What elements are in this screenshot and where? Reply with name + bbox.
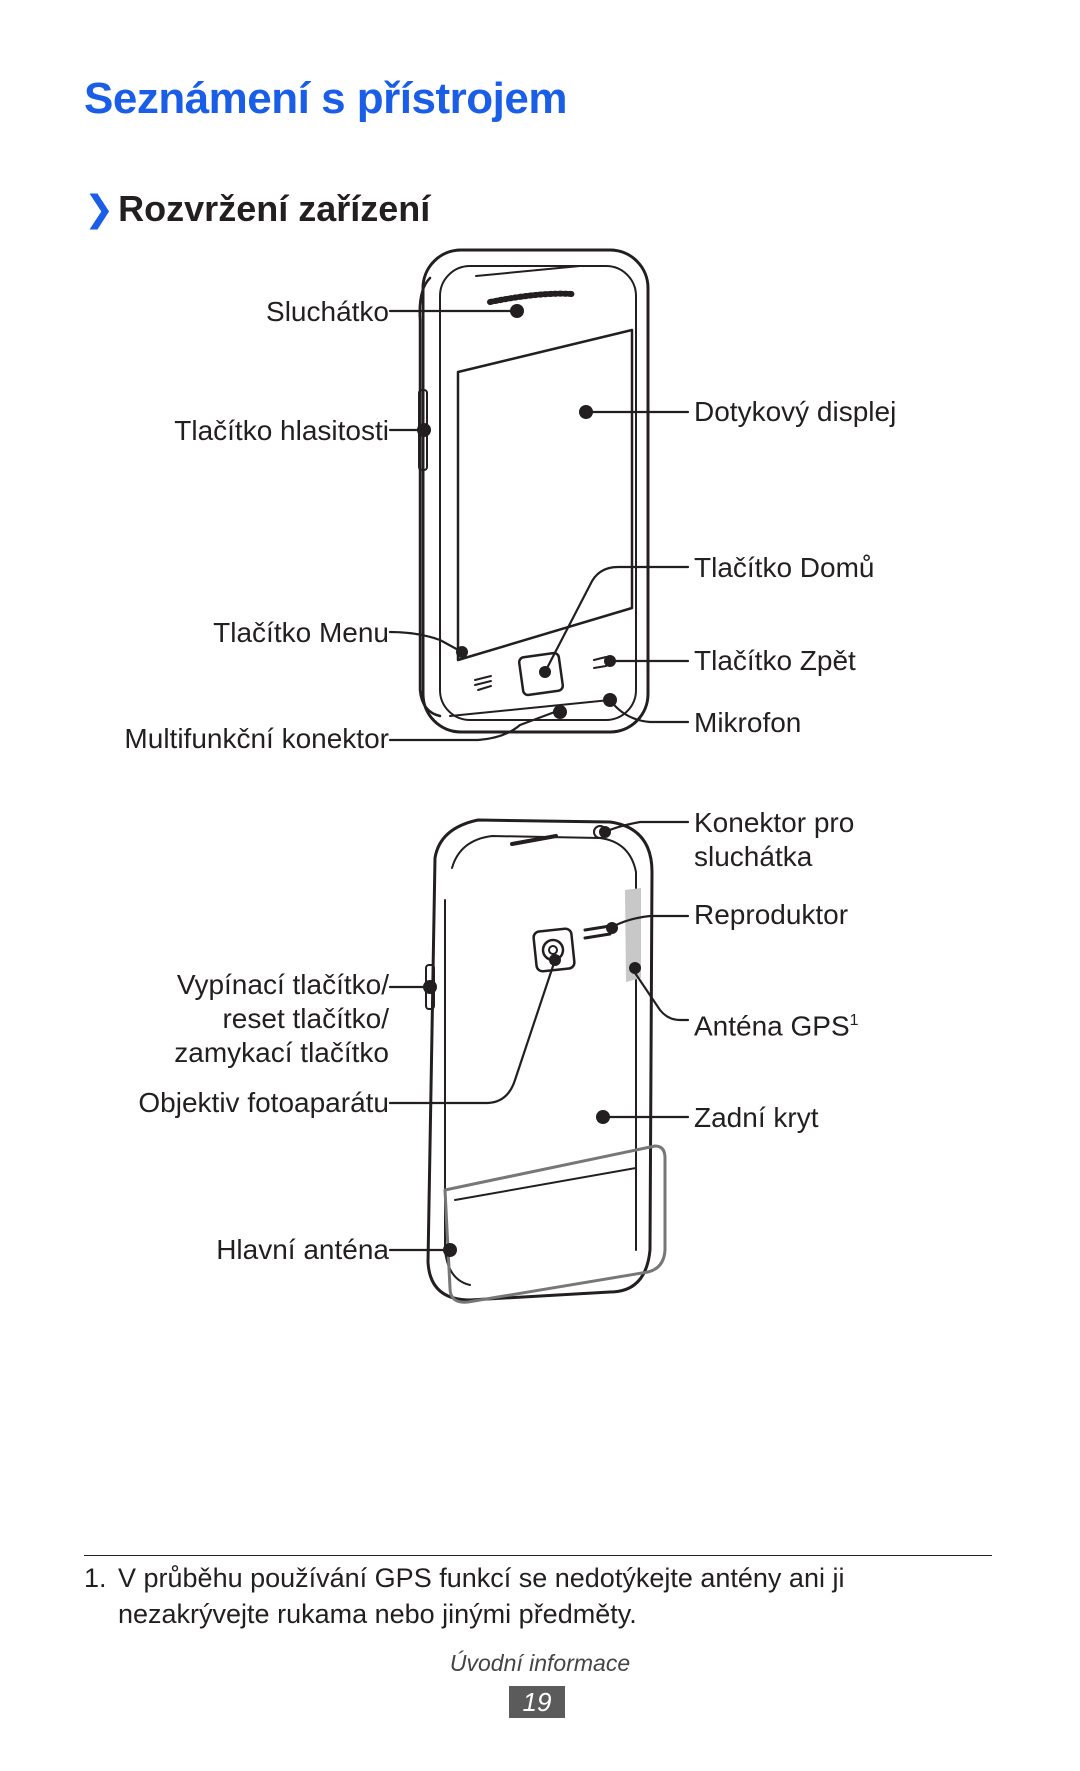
label-speaker: Reproduktor bbox=[694, 899, 849, 930]
label-back-cover: Zadní kryt bbox=[694, 1102, 819, 1133]
section-title: ❯Rozvržení zařízení bbox=[84, 188, 430, 230]
page-title: Seznámení s přístrojem bbox=[84, 74, 567, 123]
footnote-text: V průběhu používání GPS funkcí se nedotý… bbox=[118, 1563, 845, 1629]
label-gps-antenna-text: Anténa GPS bbox=[694, 1010, 850, 1042]
label-headset-jack: Konektor pro sluchátka bbox=[694, 806, 854, 874]
footnote-divider bbox=[84, 1555, 992, 1556]
label-volume-key: Tlačítko hlasitosti bbox=[174, 415, 389, 446]
label-power-key-line1: Vypínací tlačítko/ bbox=[176, 969, 389, 1000]
main-antenna-outline bbox=[443, 1144, 667, 1304]
label-gps-antenna: Anténa GPS1 bbox=[694, 1004, 859, 1043]
back-callout-dots bbox=[423, 826, 641, 1257]
label-power-key: Vypínací tlačítko/ reset tlačítko/ zamyk… bbox=[174, 968, 389, 1070]
label-earpiece: Sluchátko bbox=[266, 296, 389, 327]
label-camera-lens: Objektiv fotoaparátu bbox=[138, 1087, 389, 1118]
page-number: 19 bbox=[509, 1686, 565, 1718]
phone-back-illustration bbox=[425, 818, 654, 1302]
label-headset-jack-line1: Konektor pro bbox=[694, 807, 855, 838]
label-power-key-line2: reset tlačítko/ bbox=[222, 1003, 389, 1034]
footnote-marker: 1 bbox=[849, 1012, 859, 1029]
footnote-number: 1. bbox=[84, 1563, 107, 1593]
front-callout-dots bbox=[417, 304, 617, 719]
label-headset-jack-line2: sluchátka bbox=[694, 841, 813, 872]
footer-section-name: Úvodní informace bbox=[449, 1650, 631, 1676]
chevron-right-icon: ❯ bbox=[84, 188, 115, 229]
front-leader-lines bbox=[388, 309, 690, 742]
label-menu-key: Tlačítko Menu bbox=[213, 617, 389, 648]
label-home-key: Tlačítko Domů bbox=[694, 552, 875, 583]
label-touchscreen: Dotykový displej bbox=[694, 396, 897, 427]
label-multifunction-jack: Multifunkční konektor bbox=[124, 723, 389, 754]
label-power-key-line3: zamykací tlačítko bbox=[174, 1037, 389, 1068]
label-back-key: Tlačítko Zpět bbox=[694, 645, 856, 676]
label-main-antenna: Hlavní anténa bbox=[216, 1234, 389, 1265]
label-microphone: Mikrofon bbox=[694, 707, 802, 738]
section-title-text: Rozvržení zařízení bbox=[118, 188, 431, 229]
